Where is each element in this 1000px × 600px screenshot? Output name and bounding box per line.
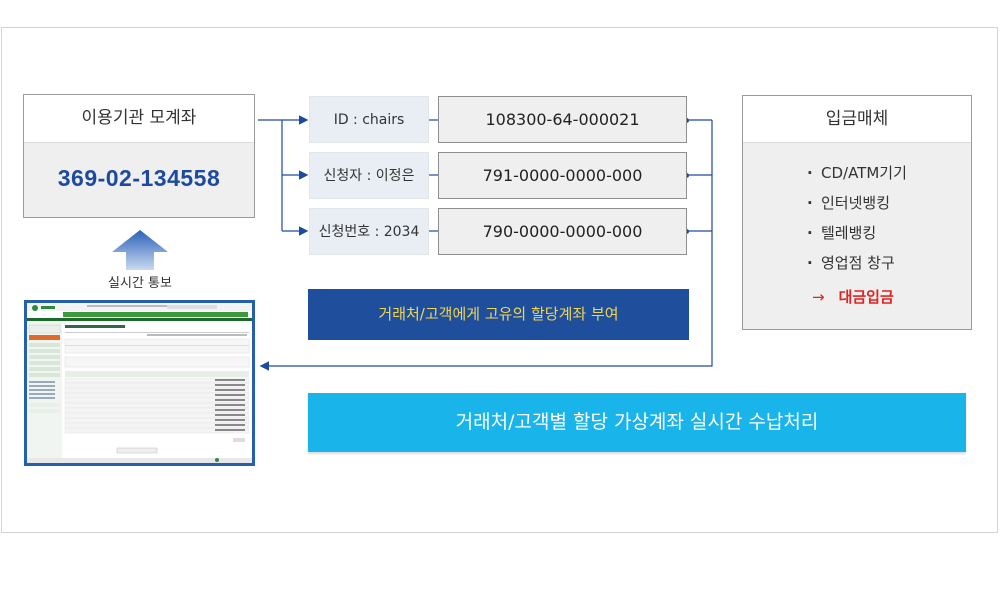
payment-deposit-label: 대금입금 bbox=[838, 288, 894, 306]
institution-account-box: 이용기관 모계좌 369-02-134558 bbox=[23, 94, 255, 218]
screenshot-mockup bbox=[27, 303, 252, 463]
payment-deposit-highlight: → 대금입금 bbox=[812, 286, 894, 307]
connector-inst-to-labels bbox=[258, 119, 283, 231]
deposit-media-item: CD/ATM기기 bbox=[807, 158, 907, 188]
virtual-account-number-2: 791-0000-0000-000 bbox=[438, 152, 687, 199]
institution-title: 이용기관 모계좌 bbox=[24, 95, 254, 143]
deposit-media-box: 입금매체 CD/ATM기기 인터넷뱅킹 텔레뱅킹 영업점 창구 → 대금입금 bbox=[742, 95, 972, 330]
realtime-collection-banner: 거래처/고객별 할당 가상계좌 실시간 수납처리 bbox=[308, 393, 966, 452]
realtime-notify-label: 실시간 통보 bbox=[108, 276, 172, 291]
deposit-media-title: 입금매체 bbox=[743, 96, 971, 143]
institution-account-number: 369-02-134558 bbox=[57, 165, 221, 191]
right-arrow-icon: → bbox=[812, 288, 825, 306]
deposit-media-item: 인터넷뱅킹 bbox=[807, 188, 907, 218]
up-arrow-icon bbox=[112, 230, 168, 270]
virtual-account-number-1: 108300-64-000021 bbox=[438, 96, 687, 143]
virtual-account-number-3: 790-0000-0000-000 bbox=[438, 208, 687, 255]
virtual-account-label-1: ID : chairs bbox=[309, 96, 429, 143]
diagram-frame bbox=[1, 27, 998, 533]
virtual-account-label-3: 신청번호 : 2034 bbox=[309, 208, 429, 255]
assign-account-banner: 거래처/고객에게 고유의 할당계좌 부여 bbox=[308, 289, 689, 340]
system-screenshot-thumbnail bbox=[24, 300, 255, 466]
deposit-media-list: CD/ATM기기 인터넷뱅킹 텔레뱅킹 영업점 창구 bbox=[807, 158, 907, 278]
deposit-media-item: 영업점 창구 bbox=[807, 248, 907, 278]
return-connector bbox=[259, 120, 713, 371]
deposit-media-item: 텔레뱅킹 bbox=[807, 218, 907, 248]
virtual-account-label-2: 신청자 : 이정은 bbox=[309, 152, 429, 199]
